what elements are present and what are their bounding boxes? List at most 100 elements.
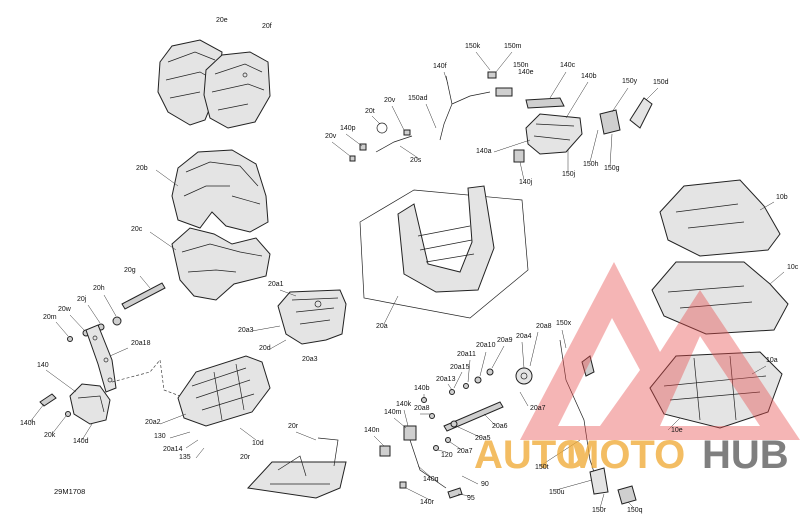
callout-label-140j: 140j [519, 179, 533, 186]
callout-label-140f: 140f [433, 63, 447, 70]
callout-label-150ad: 150ad [408, 95, 428, 102]
callout-label-150r: 150r [592, 507, 607, 514]
callout-label-130: 130 [154, 433, 166, 440]
callout-label-120: 120 [441, 452, 453, 459]
part-20g-rod [121, 282, 166, 310]
parts-20t-20s-cluster [349, 122, 413, 162]
part-20a6-rod [443, 401, 504, 432]
callout-label-140e: 140e [518, 69, 534, 76]
callout-label-140k: 140k [396, 401, 412, 408]
callout-label-20k: 20k [44, 432, 56, 439]
callout-label-20a3_left: 20a3 [238, 327, 254, 334]
reference-code: 29M1708 [54, 487, 85, 496]
callout-label-150n: 150n [513, 62, 529, 69]
callout-label-140m: 140m [384, 409, 402, 416]
callout-label-20f: 20f [262, 23, 272, 30]
callout-label-150j: 150j [562, 171, 576, 178]
callout-label-20t: 20t [365, 108, 375, 115]
part-20b-backrest [171, 149, 269, 233]
callout-label-140a: 140a [476, 148, 492, 155]
part-10b-seat-cover [659, 179, 781, 257]
callout-label-140h: 140h [20, 420, 36, 427]
part-20a2-base-frame [177, 355, 271, 427]
part-140-handle [69, 383, 111, 425]
callout-label-20s: 20s [410, 157, 422, 164]
part-140j-switch [513, 149, 525, 163]
callout-label-150t: 150t [535, 464, 549, 471]
callout-label-20a8_top: 20a8 [536, 323, 552, 330]
part-150d-mirror [629, 97, 653, 129]
callout-label-20j: 20j [77, 296, 87, 303]
callout-label-140d: 140d [73, 438, 89, 445]
callout-label-20a10: 20a10 [476, 342, 496, 349]
part-10a-seat-base [649, 351, 783, 429]
callout-label-140q: 140q [423, 476, 439, 483]
watermark-triangle-logo [520, 262, 800, 440]
part-140c-grip [525, 97, 565, 109]
callout-label-20h: 20h [93, 285, 105, 292]
callout-label-20a15: 20a15 [450, 364, 470, 371]
callout-label-20v_left: 20v [325, 133, 337, 140]
callout-label-20b: 20b [136, 165, 148, 172]
part-10c-seat-foam [651, 261, 789, 335]
callout-label-20c: 20c [131, 226, 143, 233]
callout-label-20a7_low: 20a7 [457, 448, 473, 455]
part-20r-pad [246, 437, 347, 499]
callout-label-10d: 10d [252, 440, 264, 447]
callout-label-20a8_low: 20a8 [414, 405, 430, 412]
callout-label-140c: 140c [560, 62, 576, 69]
callout-label-20v_top: 20v [384, 97, 396, 104]
part-140b-bracket [525, 113, 583, 155]
callout-label-20a7_right: 20a7 [530, 405, 546, 412]
callout-label-20a6: 20a6 [492, 423, 508, 430]
callout-label-95: 95 [467, 495, 475, 502]
callout-label-140n: 140n [364, 427, 380, 434]
part-20a1-hinge [277, 289, 347, 345]
part-140f-harness [439, 71, 513, 141]
callout-label-20a11: 20a11 [457, 351, 476, 358]
callout-label-135: 135 [179, 454, 191, 461]
callout-label-20m: 20m [43, 314, 57, 321]
callout-label-20e: 20e [216, 17, 228, 24]
callout-label-140r: 140r [420, 499, 435, 506]
callout-label-150d: 150d [653, 79, 669, 86]
callout-label-90: 90 [481, 481, 489, 488]
callout-label-10a: 10a [766, 357, 778, 364]
part-150-cable-assembly [559, 339, 637, 505]
watermark-text-auto: AUTO [474, 433, 587, 477]
callout-label-150k: 150k [465, 43, 481, 50]
callout-label-20a9: 20a9 [497, 337, 513, 344]
callout-label-20a4: 20a4 [516, 333, 532, 340]
callout-label-20a: 20a [376, 323, 388, 330]
callout-label-20r_bottom: 20r [240, 454, 251, 461]
part-20a18-bracket [85, 324, 117, 393]
callout-label-20g: 20g [124, 267, 136, 274]
callout-label-140p: 140p [340, 125, 356, 132]
part-20c-backrest-lower [171, 227, 271, 301]
brand-watermark: AUTO MOTO HUB [474, 262, 800, 477]
callout-label-140: 140 [37, 362, 49, 369]
callout-label-20a5: 20a5 [475, 435, 491, 442]
callout-label-20w: 20w [58, 306, 72, 313]
callout-label-20r_top: 20r [288, 423, 299, 430]
callout-label-20a3_right: 20a3 [302, 356, 318, 363]
callout-label-20a14: 20a14 [163, 446, 183, 453]
callout-label-150q: 150q [627, 507, 643, 514]
part-140h-grip [39, 393, 57, 407]
callout-label-150m: 150m [504, 43, 522, 50]
callout-label-20d: 20d [259, 345, 271, 352]
callout-label-10c: 10c [787, 264, 799, 271]
callout-label-20a13: 20a13 [436, 376, 456, 383]
callout-label-150u: 150u [549, 489, 565, 496]
callout-label-150y: 150y [622, 78, 638, 85]
callout-label-20a1: 20a1 [268, 281, 284, 288]
callout-label-140b_low: 140b [414, 385, 430, 392]
part-20k-bolt [65, 411, 71, 417]
watermark-text-moto: MOTO [566, 433, 685, 477]
part-150y-housing [599, 109, 621, 135]
callout-label-10b: 10b [776, 194, 788, 201]
part-20a-seat-frame [359, 185, 529, 319]
callout-label-140b: 140b [581, 73, 597, 80]
callout-label-20a2: 20a2 [145, 419, 161, 426]
callout-label-10e: 10e [671, 427, 683, 434]
